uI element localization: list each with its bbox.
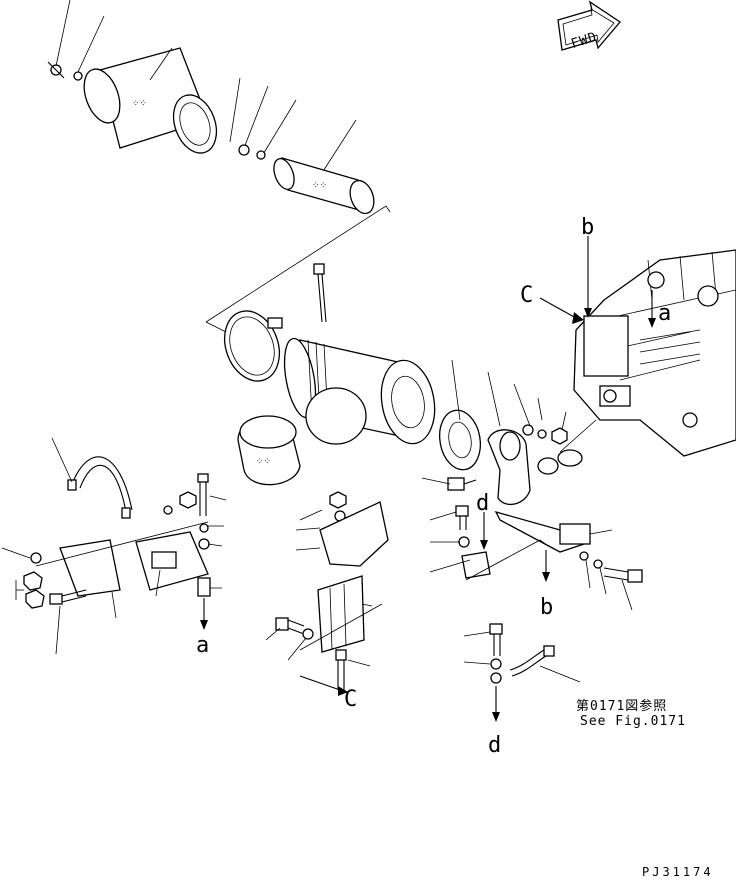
arrow-icon xyxy=(338,686,348,696)
nut-icon xyxy=(23,571,43,591)
center-bracket-lower xyxy=(317,575,365,653)
inner-filter-element: ⁘⁘ xyxy=(273,157,375,215)
svg-text:⁘⁘: ⁘⁘ xyxy=(132,99,147,109)
precleaner-cap: ⁘⁘ xyxy=(237,415,301,486)
washer-icon xyxy=(490,672,502,684)
washer-icon xyxy=(593,559,603,569)
callout-c-bottom: C xyxy=(344,687,357,712)
callout-a-left: a xyxy=(196,633,209,658)
bolt-icon xyxy=(603,567,643,583)
arrow-icon xyxy=(648,318,656,328)
outer-filter-element: ⁘⁘ xyxy=(83,47,218,154)
bolt-icon xyxy=(489,623,503,656)
washer-icon xyxy=(199,523,209,533)
outlet-elbow xyxy=(487,429,531,506)
drawing-code: PJ31174 xyxy=(642,865,714,879)
o-ring-icon xyxy=(557,449,583,467)
callout-a-engine: a xyxy=(658,301,671,326)
forward-arrow-icon: FWD xyxy=(557,0,621,52)
washer-icon xyxy=(579,551,589,561)
hose-clamp-icon xyxy=(223,310,283,382)
washer-icon xyxy=(198,538,210,550)
reference-note-japanese: 第0171図参照 xyxy=(576,698,667,714)
arrow-icon xyxy=(480,540,488,550)
callout-c-left: C xyxy=(520,283,533,308)
hose-clamp-icon xyxy=(537,457,559,475)
reference-note-english: See Fig.0171 xyxy=(580,714,686,729)
nut-icon xyxy=(179,491,197,509)
callout-d-bottom: d xyxy=(488,733,501,758)
arrow-icon xyxy=(572,312,584,324)
arrow-icon xyxy=(542,572,550,582)
dust-indicator-icon xyxy=(447,477,477,491)
callout-b-top: b xyxy=(581,215,594,240)
wing-nut-icon xyxy=(47,61,83,81)
center-bracket-upper xyxy=(319,501,389,567)
nut-icon xyxy=(238,144,250,156)
arrow-icon xyxy=(492,712,500,722)
bolt-icon xyxy=(197,473,209,516)
spacer-icon xyxy=(197,577,211,597)
washer-icon xyxy=(30,552,42,564)
washer-icon xyxy=(537,429,547,439)
right-mounting-bracket xyxy=(461,510,591,579)
washer-icon xyxy=(302,628,314,640)
band-strap xyxy=(67,456,133,519)
washer-icon xyxy=(522,424,534,436)
callout-b-bottom: b xyxy=(540,595,553,620)
bolt-icon xyxy=(275,617,305,635)
left-bracket xyxy=(59,531,209,597)
bolt-icon xyxy=(313,263,327,323)
air-cleaner-body xyxy=(283,337,436,445)
bolt-icon xyxy=(49,589,87,605)
washer-icon xyxy=(490,658,502,670)
arrow-icon xyxy=(200,620,208,630)
nut-icon xyxy=(551,427,568,445)
washer-icon xyxy=(256,150,266,160)
svg-text:⁘⁘: ⁘⁘ xyxy=(312,181,327,191)
washer-icon xyxy=(163,505,173,515)
arrow-icon xyxy=(584,308,592,318)
bolt-icon xyxy=(335,649,347,690)
callout-d-mid: d xyxy=(476,491,489,516)
engine-block xyxy=(573,249,736,457)
nut-icon xyxy=(329,491,347,509)
washer-icon xyxy=(458,536,470,548)
nut-icon xyxy=(25,589,45,609)
bolt-icon xyxy=(455,505,469,530)
gasket-icon xyxy=(438,409,482,471)
svg-text:⁘⁘: ⁘⁘ xyxy=(256,457,271,467)
ground-cable xyxy=(509,645,555,677)
